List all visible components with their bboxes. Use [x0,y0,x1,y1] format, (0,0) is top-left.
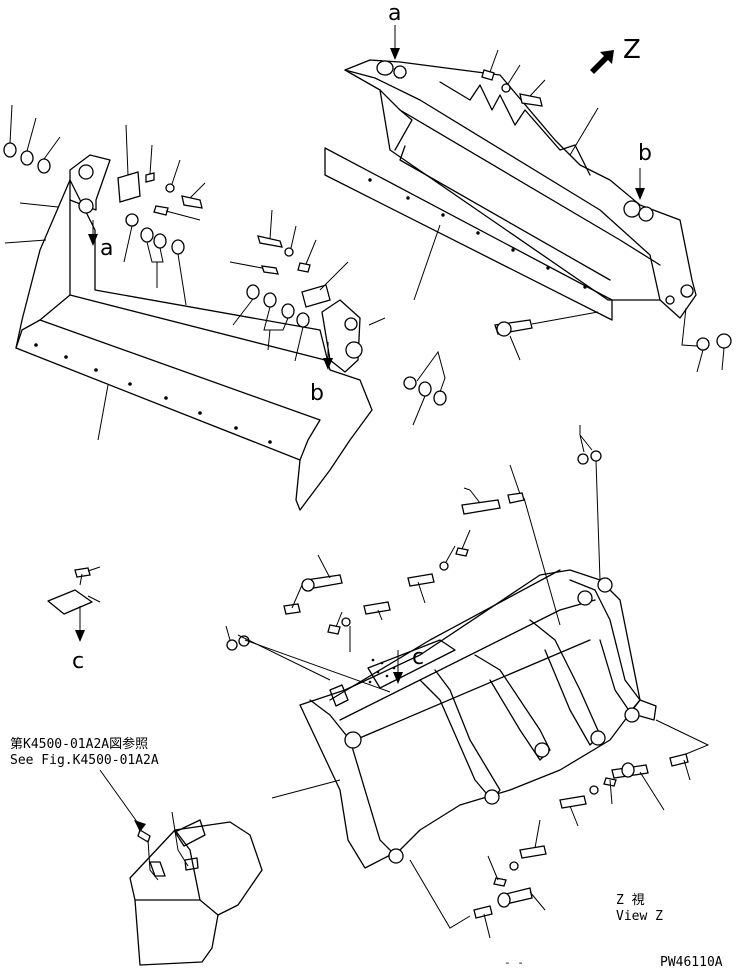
view-z-label: Z [623,35,641,65]
controller-unit [99,769,263,966]
bucket-top-right [324,59,697,321]
left-parts [3,104,206,441]
plate-part [47,566,101,642]
top-edge-holes [368,178,587,289]
top-right-parts [413,49,732,373]
labels: a a b b c c Z 第K4500-01A2A図参照 See Fig.K4… [10,1,723,970]
callout-c-left: c [72,649,84,674]
bucket-left [15,154,373,511]
callout-c-center: c [412,645,424,670]
page-marker: - - [504,956,524,969]
view-caption-jp: Z 視 [616,893,645,908]
arrows [88,25,645,684]
arrow-b-right [635,188,645,200]
arrow-c-center [393,672,403,684]
reference-jp: 第K4500-01A2A図参照 [10,736,148,752]
callout-a-top: a [388,1,401,26]
cutting-edge-holes-left [34,343,272,444]
lower-parts [225,425,710,939]
view-z-arrow [590,50,614,74]
bucket-lower-assembly [271,569,657,869]
drawing-number: PW46110A [660,955,723,970]
callout-a-left: a [100,236,113,261]
callout-b-right: b [638,141,652,166]
floor-grid [368,658,396,684]
view-caption-en: View Z [616,909,663,924]
callout-b-left: b [310,381,324,406]
arrow-a-top [390,48,400,60]
arrow-b-left [323,358,333,370]
reference-en: See Fig.K4500-01A2A [10,753,159,768]
arrow-a-left [88,234,98,246]
middle-parts [229,209,447,426]
